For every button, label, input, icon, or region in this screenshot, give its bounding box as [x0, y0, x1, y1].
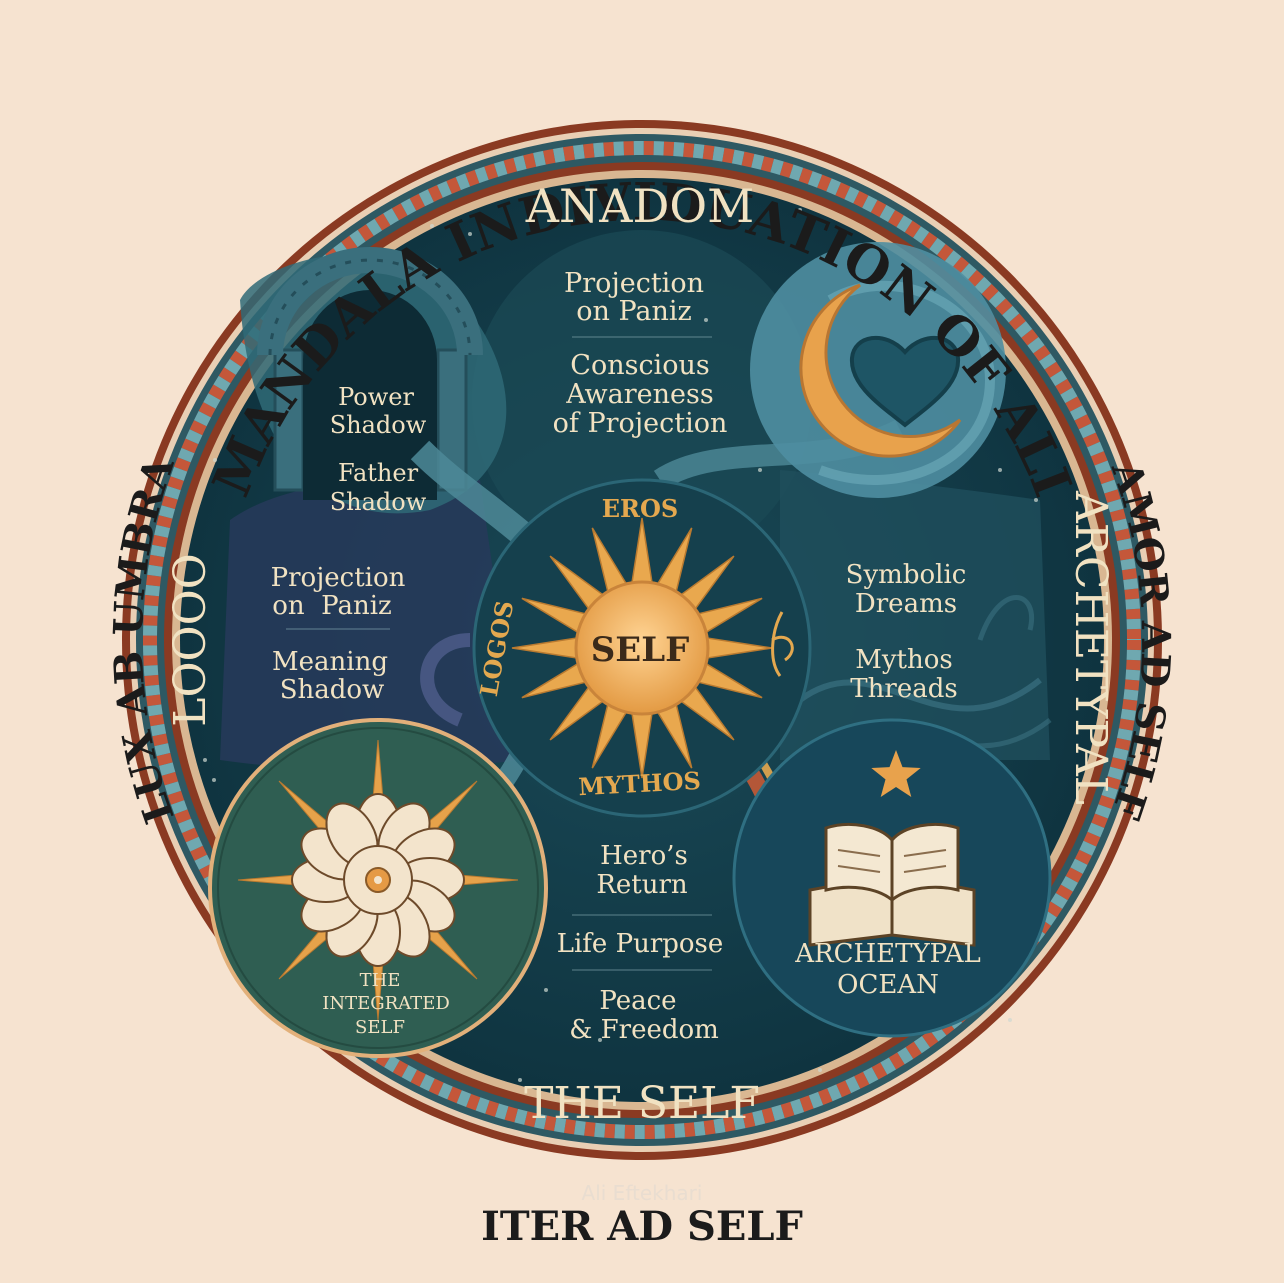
center-mythos-label: MYTHOS — [578, 766, 702, 801]
top-item-1-line-1: Projection — [564, 268, 704, 299]
top-item-2-line-1: Conscious — [570, 350, 709, 381]
left-item-2-line-2: Shadow — [330, 488, 427, 516]
heart-icon — [849, 335, 961, 428]
bottom-item-1-line-2: Return — [596, 870, 688, 900]
lotus-flower-icon — [237, 739, 519, 1021]
top-item-2-line-2: Awareness — [565, 379, 713, 410]
quadrant-title-right: ARCHETYPAL — [1065, 490, 1116, 805]
mosaic-tiles-teal — [143, 141, 1141, 1139]
right-item-1-line-1: Symbolic — [846, 560, 967, 590]
outer-label-bottom: ITER AD SELF — [481, 1203, 803, 1250]
bottom-item-3-line-1: Peace — [599, 986, 676, 1016]
right-item-1-line-2: Dreams — [855, 589, 957, 619]
star-icon — [871, 750, 921, 797]
integrated-self-line-1: THE — [360, 970, 401, 991]
signature: Ali Eftekhari — [582, 1181, 703, 1205]
center-self-label: SELF — [591, 630, 690, 670]
quadrant-title-top: ANADOM — [525, 179, 754, 233]
quadrant-title-left: LOOOO — [165, 553, 216, 727]
integrated-self-line-2: INTEGRATED — [322, 993, 450, 1014]
bottom-item-3-line-2: & Freedom — [569, 1015, 719, 1045]
archetypal-ocean-line-2: OCEAN — [837, 970, 939, 1000]
right-item-2-line-1: Mythos — [855, 645, 953, 675]
bottom-item-1-line-1: Hero’s — [600, 841, 688, 871]
archetypal-ocean-line-1: ARCHETYPAL — [794, 939, 981, 969]
stream-left — [420, 633, 471, 727]
top-quadrant-panel — [472, 230, 812, 570]
top-item-1-line-2: on Paniz — [576, 296, 692, 327]
left-item-1-line-2: Shadow — [330, 411, 427, 439]
top-item-2-line-3: of Projection — [553, 408, 728, 439]
left-item-3-line-1: Projection — [271, 563, 406, 593]
quadrant-title-bottom: THE SELF — [524, 1078, 760, 1129]
left-quadrant-panel — [220, 478, 520, 770]
left-item-4-line-2: Shadow — [280, 675, 385, 705]
spiral-glyph-icon — [771, 611, 794, 677]
integrated-self-line-3: SELF — [355, 1017, 405, 1038]
right-quadrant-panel — [780, 470, 1050, 760]
bottom-item-2: Life Purpose — [557, 929, 724, 959]
sparkle-dots — [203, 208, 1038, 1082]
left-item-2-line-1: Father — [338, 459, 419, 487]
left-item-4-line-1: Meaning — [272, 647, 388, 677]
sun-icon — [511, 517, 773, 779]
left-item-3-line-2: on Paniz — [272, 591, 392, 621]
left-item-1-line-1: Power — [338, 383, 414, 411]
open-book-icon — [808, 822, 976, 947]
right-item-2-line-2: Threads — [850, 674, 957, 704]
center-eros-label: EROS — [602, 494, 678, 523]
